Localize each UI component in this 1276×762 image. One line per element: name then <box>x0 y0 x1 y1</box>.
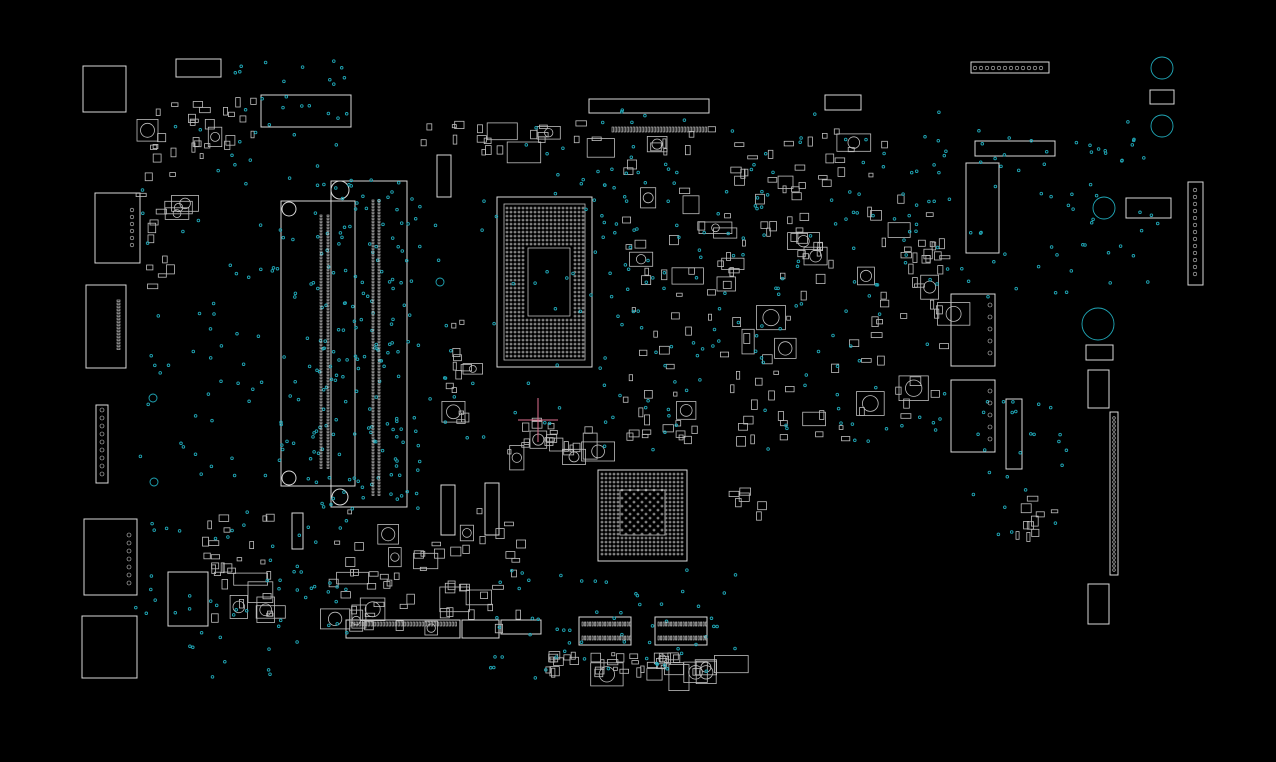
memory-chip-2[interactable] <box>654 616 708 646</box>
connector-bottom-small[interactable] <box>461 619 500 639</box>
vias <box>134 59 1160 680</box>
connector-top-1[interactable] <box>260 94 352 128</box>
chip-vertical-top[interactable] <box>436 154 452 198</box>
ic-right-1[interactable] <box>950 293 996 367</box>
dual-cap-2[interactable] <box>1087 583 1110 625</box>
pin-header-left[interactable] <box>95 404 109 484</box>
small-components <box>135 97 1059 691</box>
pad-rows <box>99 65 1198 641</box>
cap-vertical-2[interactable] <box>484 482 500 536</box>
chip-far-right[interactable] <box>1125 197 1172 219</box>
usb-connector-1[interactable] <box>94 192 141 264</box>
left-connectors <box>81 58 222 679</box>
connector-top-left[interactable] <box>82 65 127 113</box>
crosshair-icon <box>518 398 558 442</box>
cap-vertical-1[interactable] <box>440 484 456 536</box>
bottom-components <box>291 154 708 646</box>
mount-hole-4 <box>1081 307 1115 341</box>
dual-cap-1[interactable] <box>1087 369 1110 409</box>
memory-chip-1[interactable] <box>578 616 632 646</box>
cap-vertical-3[interactable] <box>291 512 304 550</box>
connector-right-1[interactable] <box>974 140 1056 157</box>
edge-connector-right[interactable] <box>1187 181 1204 286</box>
flex-connector-top[interactable] <box>588 98 710 114</box>
header-right[interactable] <box>1005 398 1023 470</box>
ic-right-2[interactable] <box>950 379 996 453</box>
small-chip-right[interactable] <box>1085 344 1114 361</box>
connector-right-2[interactable] <box>965 162 1000 254</box>
mount-hole-3 <box>1092 196 1116 220</box>
right-components <box>950 56 1204 625</box>
cpu-package[interactable] <box>496 196 593 368</box>
dimm-slot[interactable] <box>280 180 408 508</box>
top-connectors <box>260 61 1056 157</box>
connector-bottom-2[interactable] <box>500 619 542 635</box>
audio-jack[interactable] <box>81 615 138 679</box>
connector-top-strip[interactable] <box>175 58 222 78</box>
long-header-right[interactable] <box>1109 411 1119 576</box>
mount-hole-2 <box>1150 114 1174 138</box>
connector-top-2[interactable] <box>824 94 862 111</box>
hdmi-connector[interactable] <box>85 284 127 369</box>
chip-bottom-left[interactable] <box>167 571 209 627</box>
connector-top-right[interactable] <box>970 61 1050 74</box>
usb-connector-2[interactable] <box>83 518 138 596</box>
small-part-top-right[interactable] <box>1149 89 1175 105</box>
mount-hole-1 <box>1150 56 1174 80</box>
pch-chip[interactable] <box>597 469 688 562</box>
